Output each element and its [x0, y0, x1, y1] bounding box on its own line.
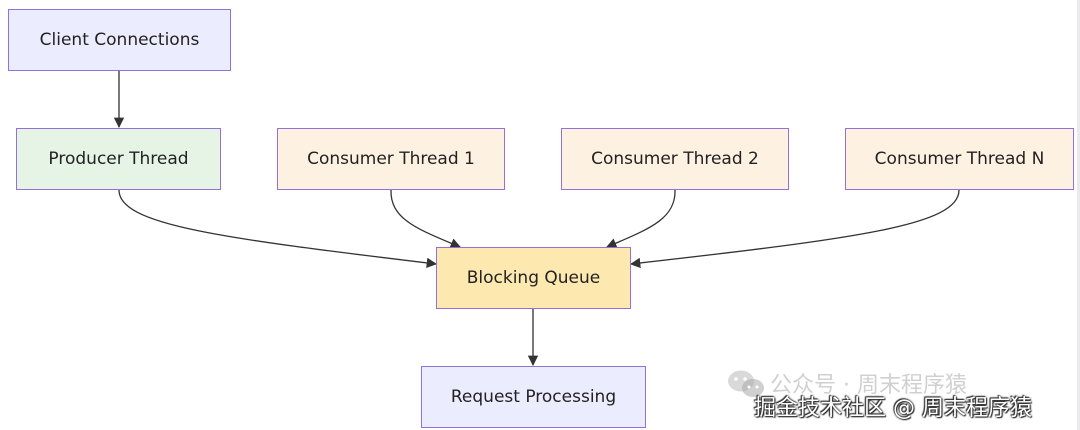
watermark-line-2: 掘金技术社区 @ 周末程序猿: [754, 396, 1032, 421]
node-client-connections[interactable]: Client Connections: [8, 9, 231, 71]
node-label: Consumer Thread 1: [307, 149, 475, 169]
node-label: Consumer Thread 2: [591, 149, 759, 169]
node-label: Blocking Queue: [466, 268, 601, 288]
node-producer-thread[interactable]: Producer Thread: [16, 128, 221, 190]
node-label: Client Connections: [39, 30, 200, 50]
watermark-line-1: 公众号 · 周末程序猿: [770, 373, 967, 398]
wechat-icon: [728, 370, 764, 397]
node-request-processing[interactable]: Request Processing: [421, 366, 646, 428]
watermark: 公众号 · 周末程序猿 掘金技术社区 @ 周末程序猿: [722, 364, 1074, 424]
node-consumer-thread-2[interactable]: Consumer Thread 2: [561, 128, 789, 190]
edge-consumer2-to-queue: [606, 189, 676, 249]
edge-consumerN-to-queue: [629, 189, 960, 269]
node-blocking-queue[interactable]: Blocking Queue: [436, 247, 631, 309]
node-consumer-thread-n[interactable]: Consumer Thread N: [845, 128, 1074, 190]
scroll-edge: [1077, 0, 1080, 430]
node-label: Consumer Thread N: [874, 149, 1045, 169]
node-label: Producer Thread: [48, 149, 189, 169]
node-consumer-thread-1[interactable]: Consumer Thread 1: [277, 128, 505, 190]
node-label: Request Processing: [450, 387, 617, 407]
edge-consumer1-to-queue: [390, 189, 461, 249]
edge-producer-to-queue: [118, 189, 438, 269]
